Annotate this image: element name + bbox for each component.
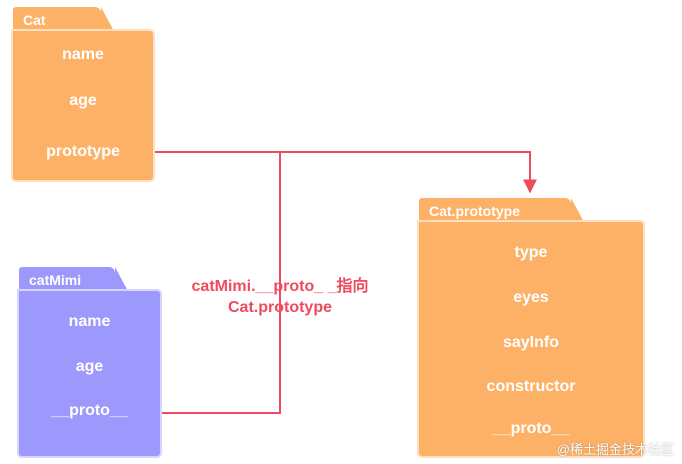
cat-prototype-row-constructor: constructor [486,378,576,395]
prototype-arrow [136,151,537,194]
link-caption: catMimi.__proto_ _指向 Cat.prototype [160,276,400,318]
catmimi-row-age: age [75,358,104,375]
catmimi-box: catMimi name age __proto__ [19,267,160,456]
proto-link-line [136,152,281,414]
cat-prototype-body: type eyes sayInfo constructor __proto__ [419,222,643,456]
cat-row-name: name [62,46,104,63]
cat-body: name age prototype [13,31,153,180]
cat-box: Cat name age prototype [13,7,153,180]
watermark: @稀土掘金技术社区 [556,442,674,457]
cat-prototype-title: Cat.prototype [419,198,585,224]
catmimi-row-name: name [68,313,111,330]
catmimi-title: catMimi [19,267,129,293]
cat-prototype-row-eyes: eyes [513,289,549,306]
cat-title: Cat [13,7,115,33]
cat-prototype-row-proto: __proto__ [492,420,570,437]
catmimi-body: name age __proto__ [19,291,160,456]
catmimi-row-proto: __proto__ [51,402,128,419]
cat-prototype-box: Cat.prototype type eyes sayInfo construc… [419,198,643,456]
cat-row-age: age [69,92,97,109]
link-caption-line2: Cat.prototype [228,299,332,316]
cat-row-prototype: prototype [46,143,120,160]
link-caption-line1: catMimi.__proto_ _指向 [191,278,369,295]
cat-prototype-row-sayinfo: sayInfo [502,334,559,351]
cat-prototype-row-type: type [514,244,548,261]
